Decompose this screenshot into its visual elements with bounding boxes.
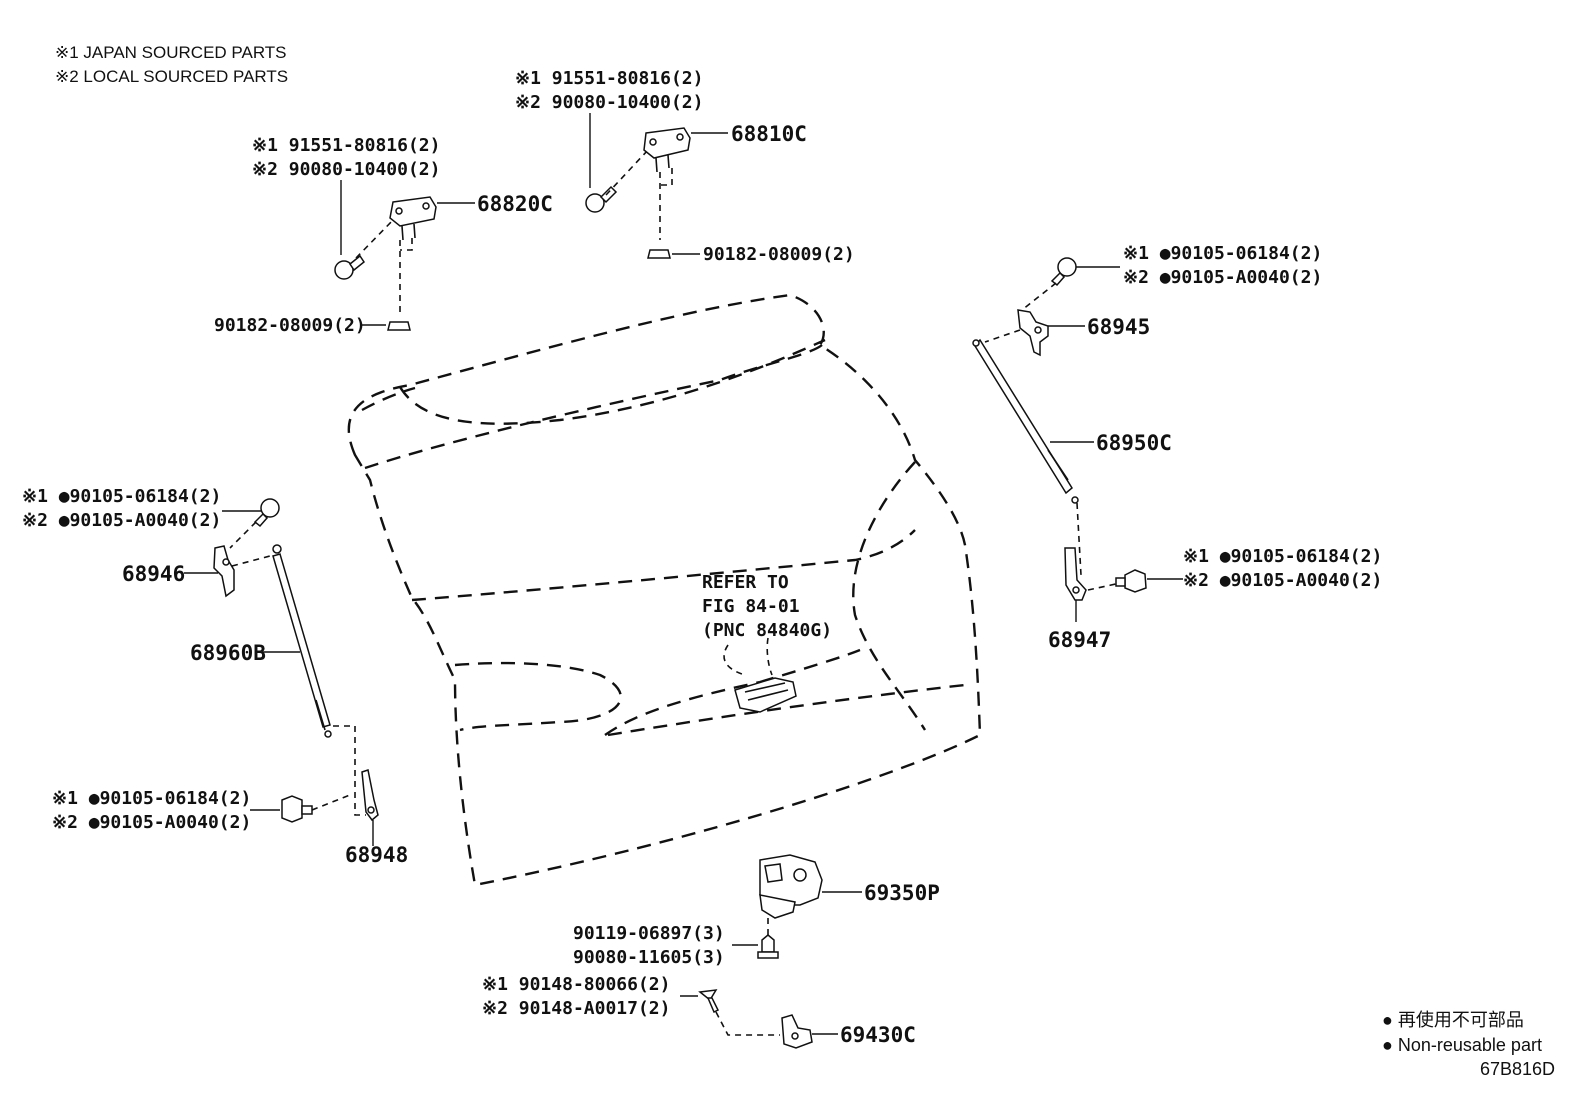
back-door-outline xyxy=(347,293,982,887)
part-69350p-group: 69350P 90119-06897(3) 90080-11605(3) xyxy=(573,854,940,968)
bracket-68947-icon xyxy=(1064,547,1087,601)
label-r-top-local: ※2 ●90105-A0040(2) xyxy=(1123,267,1322,288)
part-68946-group: ※1 ●90105-06184(2) ※2 ●90105-A0040(2) 68… xyxy=(22,486,366,816)
part-68948-group: ※1 ●90105-06184(2) ※2 ●90105-A0040(2) 68… xyxy=(52,769,408,867)
figure-code: 67B816D xyxy=(1480,1059,1555,1079)
label-68960b: 68960B xyxy=(190,641,266,665)
label-68810c-nut: 90182-08009(2) xyxy=(703,244,855,265)
bolt-icon xyxy=(1115,569,1147,593)
label-68810c: 68810C xyxy=(731,122,807,146)
legend-en: ● Non-reusable part xyxy=(1382,1035,1542,1055)
label-screw-2: 90080-11605(3) xyxy=(573,947,725,968)
bolt-icon xyxy=(334,254,366,280)
bracket-68820c-icon xyxy=(389,196,437,241)
bolt-icon xyxy=(585,185,618,213)
note-japan-sourced: ※1 JAPAN SOURCED PARTS xyxy=(55,43,287,62)
label-68820c: 68820C xyxy=(477,192,553,216)
refer-line-2: FIG 84-01 xyxy=(702,596,800,617)
bolt-icon xyxy=(1050,257,1077,287)
bracket-68810c-icon xyxy=(643,127,691,173)
part-68820c-group: ※1 91551-80816(2) ※2 90080-10400(2) 6882… xyxy=(214,135,553,336)
label-68948: 68948 xyxy=(345,843,408,867)
legend: ● 再使用不可部品 ● Non-reusable part 67B816D xyxy=(1382,1010,1555,1079)
label-68810c-local: ※2 90080-10400(2) xyxy=(515,92,703,113)
bracket-68946-icon xyxy=(213,545,235,598)
label-68820c-local: ※2 90080-10400(2) xyxy=(252,159,440,180)
part-68947-group: ※1 ●90105-06184(2) ※2 ●90105-A0040(2) 68… xyxy=(1048,546,1382,652)
label-68947: 68947 xyxy=(1048,628,1111,652)
gas-strut-68960b-icon xyxy=(272,544,332,738)
label-68820c-nut: 90182-08009(2) xyxy=(214,315,366,336)
label-screw-1: 90119-06897(3) xyxy=(573,923,725,944)
lock-assembly-69350p-icon xyxy=(759,854,823,919)
label-68946: 68946 xyxy=(122,562,185,586)
label-68820c-japan: ※1 91551-80816(2) xyxy=(252,135,440,156)
legend-jp: ● 再使用不可部品 xyxy=(1382,1010,1524,1030)
bracket-68945-icon xyxy=(1017,309,1049,357)
refer-to-group: REFER TO FIG 84-01 (PNC 84840G) xyxy=(702,572,832,713)
nut-icon xyxy=(387,321,411,331)
label-l-top-japan: ※1 ●90105-06184(2) xyxy=(22,486,221,507)
note-local-sourced: ※2 LOCAL SOURCED PARTS xyxy=(55,67,288,86)
label-69430c: 69430C xyxy=(840,1023,916,1047)
label-68950c: 68950C xyxy=(1096,431,1172,455)
label-r-bot-local: ※2 ●90105-A0040(2) xyxy=(1183,570,1382,591)
refer-line-3: (PNC 84840G) xyxy=(702,620,832,641)
label-r-bot-japan: ※1 ●90105-06184(2) xyxy=(1183,546,1382,567)
bolt-icon xyxy=(281,795,313,823)
label-69430c-japan: ※1 90148-80066(2) xyxy=(482,974,670,995)
label-r-top-japan: ※1 ●90105-06184(2) xyxy=(1123,243,1322,264)
gas-strut-68950c-icon xyxy=(972,338,1079,504)
door-handle-switch-icon xyxy=(734,677,797,713)
bracket-68948-icon xyxy=(361,769,379,822)
bolt-icon xyxy=(253,498,280,528)
part-69430c-group: ※1 90148-80066(2) ※2 90148-A0017(2) 6943… xyxy=(482,974,916,1049)
label-69430c-local: ※2 90148-A0017(2) xyxy=(482,998,670,1019)
label-68810c-japan: ※1 91551-80816(2) xyxy=(515,68,703,89)
striker-69430c-icon xyxy=(781,1014,813,1049)
label-68945: 68945 xyxy=(1087,315,1150,339)
label-l-top-local: ※2 ●90105-A0040(2) xyxy=(22,510,221,531)
label-l-bot-japan: ※1 ●90105-06184(2) xyxy=(52,788,251,809)
bolt-icon xyxy=(757,934,779,959)
part-68810c-group: ※1 91551-80816(2) ※2 90080-10400(2) 6881… xyxy=(515,68,855,265)
screw-icon xyxy=(698,989,720,1014)
nut-icon xyxy=(647,249,671,259)
refer-line-1: REFER TO xyxy=(702,572,789,593)
part-68945-group: ※1 ●90105-06184(2) ※2 ●90105-A0040(2) 68… xyxy=(972,243,1322,576)
label-69350p: 69350P xyxy=(864,881,940,905)
label-l-bot-local: ※2 ●90105-A0040(2) xyxy=(52,812,251,833)
